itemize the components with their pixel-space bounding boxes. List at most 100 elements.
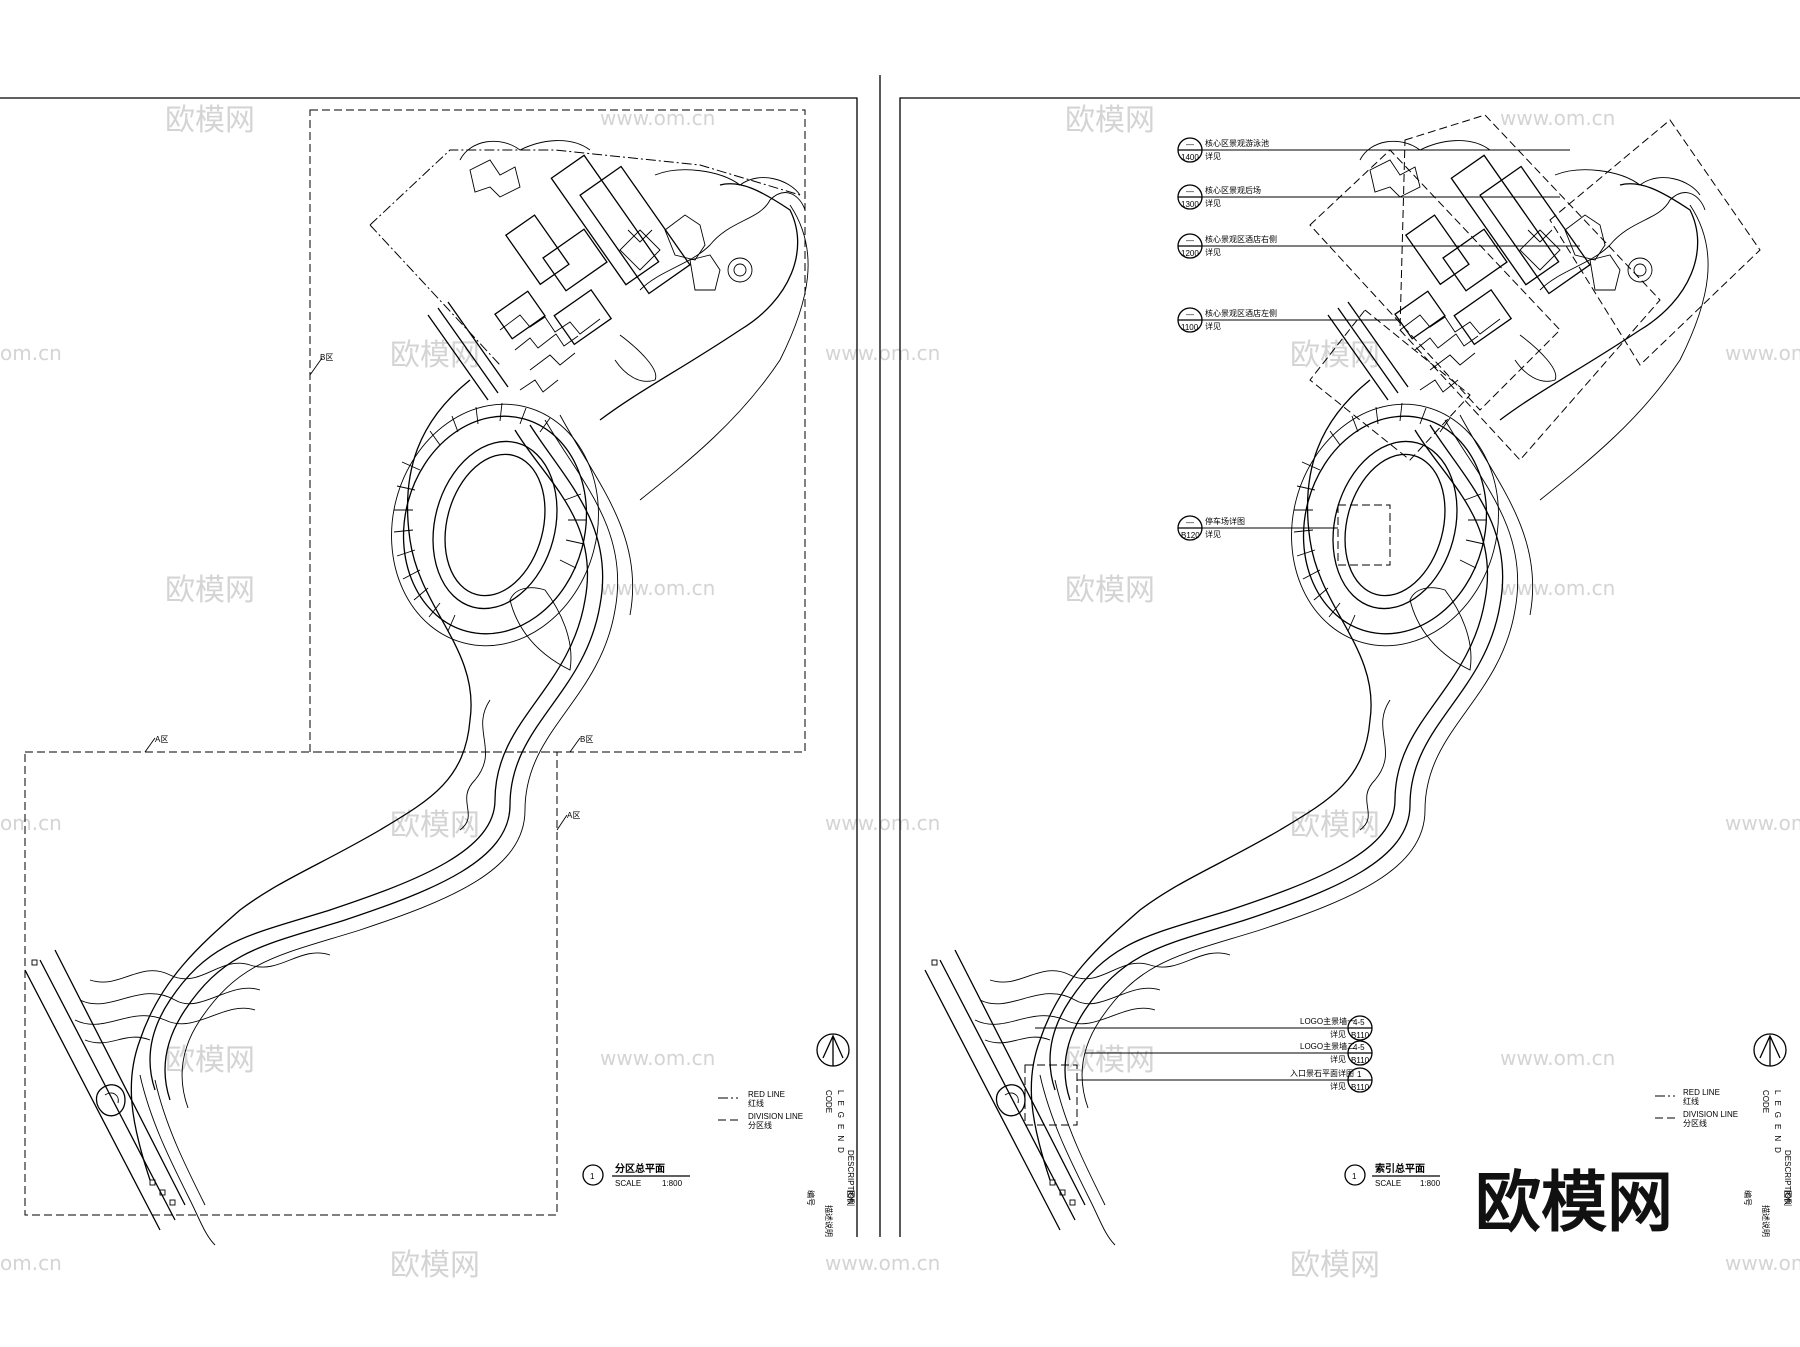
- site-plan: [24, 139, 809, 1246]
- callout-b120: — B120 停车场详图 详见: [1177, 515, 1338, 541]
- brand-logo: 欧模网: [1475, 1164, 1673, 1241]
- site-plan: [924, 139, 1709, 1246]
- legend-description-cn2: 描述说明: [824, 1205, 834, 1237]
- legend-red-line: RED LINE: [1683, 1088, 1720, 1097]
- svg-text:B110: B110: [1351, 1056, 1370, 1065]
- watermark-site: www.om.cn: [1725, 341, 1800, 365]
- watermark-brand: 欧模网: [1290, 808, 1380, 843]
- svg-text:1200: 1200: [1181, 249, 1199, 258]
- watermark-site: om.cn: [0, 1251, 62, 1275]
- scale-label: SCALE: [1375, 1179, 1401, 1188]
- svg-text:详见: 详见: [1205, 198, 1221, 208]
- legend-vertical-block: LEGEND CODE 编号 DESCRIPTION 图例 描述说明: [806, 1090, 856, 1237]
- division-a: [24, 751, 558, 1216]
- svg-text:B110: B110: [1351, 1083, 1370, 1092]
- svg-text:—: —: [1186, 236, 1194, 245]
- svg-text:详见: 详见: [1330, 1029, 1346, 1039]
- watermark-brand: 欧模网: [390, 808, 480, 843]
- watermark-site: om.cn: [0, 341, 62, 365]
- drawing-number: 1: [590, 1172, 595, 1181]
- legend-red-line-cn: 红线: [1683, 1096, 1699, 1106]
- legend-division-line-cn: 分区线: [1683, 1118, 1707, 1128]
- north-arrow-icon: [1753, 1033, 1787, 1067]
- callout-1400: — 1400 核心区景观游泳池 详见: [1177, 137, 1570, 163]
- index-box-1: [1309, 149, 1561, 411]
- svg-text:—: —: [1186, 140, 1194, 149]
- svg-text:LOGO主景墙二: LOGO主景墙二: [1300, 1041, 1355, 1051]
- watermark-brand: 欧模网: [165, 103, 255, 138]
- svg-text:1400: 1400: [1181, 153, 1199, 162]
- svg-text:详见: 详见: [1205, 529, 1221, 539]
- zone-label-a: A区: [567, 811, 580, 820]
- drawing-title: 分区总平面: [615, 1162, 665, 1175]
- zone-label-a: A区: [155, 735, 168, 744]
- index-box-parking: [1337, 504, 1391, 566]
- svg-text:4-5: 4-5: [1353, 1018, 1365, 1027]
- scale-value: 1:800: [662, 1179, 683, 1188]
- watermark-brand: 欧模网: [165, 573, 255, 608]
- watermark-site: www.om.cn: [1500, 1046, 1615, 1070]
- legend-division-line: DIVISION LINE: [748, 1112, 803, 1121]
- legend-division-line: DIVISION LINE: [1683, 1110, 1738, 1119]
- legend-vertical-block: LEGEND CODE 编号 DESCRIPTION 图例 描述说明: [1743, 1090, 1793, 1237]
- watermark-site: www.om.cn: [1500, 106, 1615, 130]
- svg-text:详见: 详见: [1205, 151, 1221, 161]
- callout-1300: — 1300 核心区景观后场 详见: [1177, 184, 1560, 210]
- legend-header: LEGEND: [836, 1090, 845, 1159]
- watermark-brand: 欧模网: [1065, 103, 1155, 138]
- svg-text:B120: B120: [1181, 531, 1200, 540]
- index-box-4: [1309, 309, 1471, 461]
- watermark-brand: 欧模网: [390, 338, 480, 373]
- watermark-site: www.om.cn: [1725, 811, 1800, 835]
- drawing-number-circle: [1344, 1164, 1366, 1186]
- legend-code: CODE: [824, 1090, 833, 1113]
- watermark-brand: 欧模网: [1065, 573, 1155, 608]
- index-box-2: [1399, 114, 1661, 461]
- svg-text:1100: 1100: [1181, 323, 1199, 332]
- scale-label: SCALE: [615, 1179, 641, 1188]
- svg-text:1300: 1300: [1181, 200, 1199, 209]
- svg-text:B110: B110: [1351, 1031, 1370, 1040]
- division-b: [309, 109, 806, 753]
- watermark-site: www.om.cn: [1500, 576, 1615, 600]
- svg-text:4-5: 4-5: [1353, 1043, 1365, 1052]
- watermark-site: www.om.cn: [825, 341, 940, 365]
- svg-text:详见: 详见: [1330, 1054, 1346, 1064]
- svg-text:核心区景观游泳池: 核心区景观游泳池: [1205, 138, 1269, 148]
- drawing-number-circle: [582, 1164, 604, 1186]
- svg-text:—: —: [1186, 518, 1194, 527]
- svg-text:停车场详图: 停车场详图: [1205, 516, 1245, 526]
- scale-value: 1:800: [1420, 1179, 1441, 1188]
- watermark-site: www.om.cn: [600, 1046, 715, 1070]
- left-sheet: B区 A区 B区 A区 1 分区总平面 SCALE 1:800 RED LINE…: [0, 75, 881, 1246]
- legend-code-cn: 编号: [1743, 1190, 1753, 1206]
- svg-text:详见: 详见: [1205, 321, 1221, 331]
- legend-division-line-cn: 分区线: [748, 1120, 772, 1130]
- legend-header: LEGEND: [1773, 1090, 1782, 1159]
- zone-label-b: B区: [580, 735, 593, 744]
- legend-red-line-cn: 红线: [748, 1098, 764, 1108]
- red-line: [369, 149, 801, 366]
- legend-code-cn: 编号: [806, 1190, 816, 1206]
- watermark-brand: 欧模网: [1290, 1248, 1380, 1283]
- svg-text:1: 1: [1357, 1070, 1362, 1079]
- svg-text:核心区景观后场: 核心区景观后场: [1205, 185, 1261, 195]
- north-arrow-icon: [816, 1033, 850, 1067]
- legend-code: CODE: [1761, 1090, 1770, 1113]
- watermark-brand: 欧模网: [1290, 338, 1380, 373]
- svg-text:入口景石平面详图: 入口景石平面详图: [1290, 1068, 1354, 1078]
- watermark-site: www.om.cn: [825, 1251, 940, 1275]
- right-sheet: — 1400 核心区景观游泳池 详见 — 1300 核心区景观后场 详见 — 1…: [899, 97, 1800, 1246]
- callout-logo-wall-1: LOGO主景墙一 详见 4-5 B110: [1035, 1015, 1373, 1041]
- watermark-site: www.om.cn: [825, 811, 940, 835]
- drawing-title: 索引总平面: [1375, 1162, 1425, 1175]
- sheet-border: [899, 97, 1800, 1237]
- watermark-brand: 欧模网: [165, 1043, 255, 1078]
- watermark-site: www.om.cn: [600, 576, 715, 600]
- legend-description: DESCRIPTION: [1783, 1150, 1792, 1205]
- svg-text:详见: 详见: [1330, 1081, 1346, 1091]
- callout-logo-wall-2: LOGO主景墙二 详见 4-5 B110: [1085, 1040, 1373, 1066]
- watermark-brand: 欧模网: [1065, 1043, 1155, 1078]
- svg-text:核心景观区酒店右侧: 核心景观区酒店右侧: [1205, 234, 1277, 244]
